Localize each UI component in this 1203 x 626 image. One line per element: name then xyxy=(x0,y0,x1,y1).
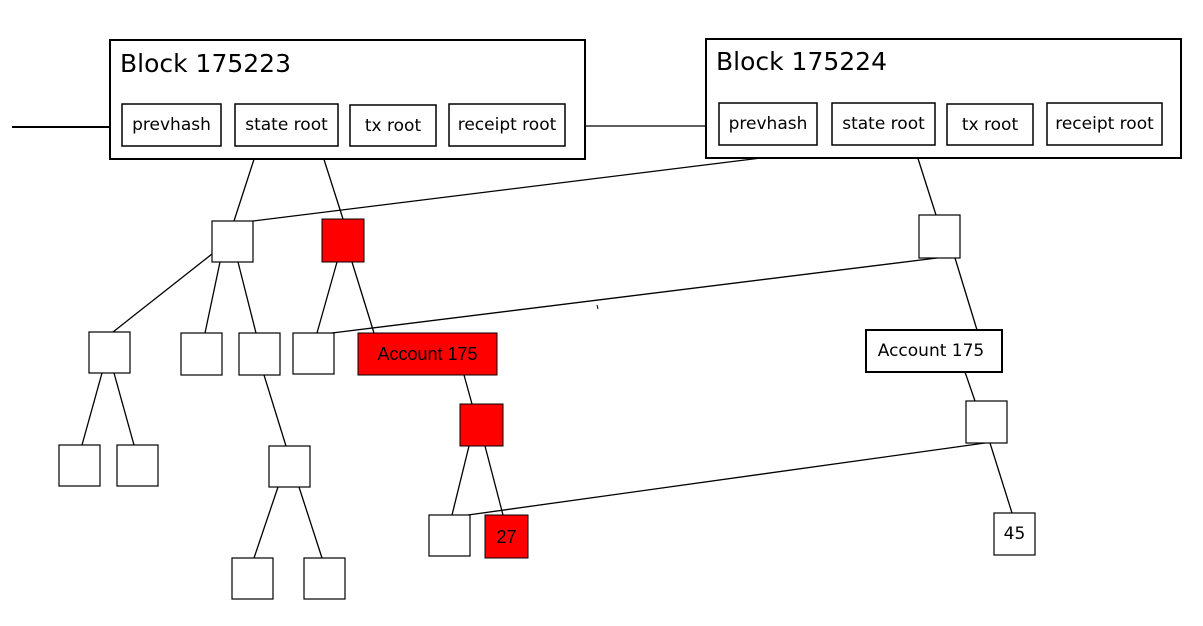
edge xyxy=(112,253,213,333)
account-node-new: Account 175 xyxy=(865,329,1003,373)
edge xyxy=(451,445,470,516)
changed-trie-node xyxy=(321,218,365,263)
trie-node xyxy=(268,445,311,488)
receipt-root-field: receipt root xyxy=(448,103,566,147)
edge xyxy=(113,372,135,446)
edges xyxy=(12,125,1013,559)
field-label: receipt root xyxy=(458,115,557,135)
trie-node xyxy=(180,332,223,376)
trie-node xyxy=(58,444,101,487)
value-node-old: 27 xyxy=(484,514,529,559)
block-175224: Block 175224 prevhash state root tx root… xyxy=(705,38,1182,159)
trie-node xyxy=(428,514,471,557)
field-label: state root xyxy=(245,115,328,135)
edge xyxy=(484,445,504,516)
trie-node xyxy=(918,214,961,259)
prevhash-field: prevhash xyxy=(121,103,222,147)
trie-node xyxy=(88,331,131,374)
trie-node xyxy=(116,444,159,487)
edge xyxy=(989,442,1013,514)
edge xyxy=(954,257,978,331)
edge xyxy=(316,261,338,334)
trie-node xyxy=(292,332,335,375)
block-title: Block 175223 xyxy=(120,49,291,78)
field-label: state root xyxy=(842,114,925,134)
block-175223: Block 175223 prevhash state root tx root… xyxy=(109,39,586,160)
trie-node xyxy=(231,557,274,600)
edge xyxy=(351,261,375,334)
trie-node xyxy=(211,220,254,263)
value-label: 45 xyxy=(1004,524,1026,544)
edge xyxy=(253,486,279,559)
field-label: prevhash xyxy=(729,114,808,134)
state-root-field: state root xyxy=(234,103,339,147)
edge xyxy=(964,371,976,402)
edge xyxy=(331,257,938,334)
trie-node xyxy=(303,557,346,600)
value-node-new: 45 xyxy=(993,512,1036,556)
block-title: Block 175224 xyxy=(716,47,887,76)
stray-mark xyxy=(596,304,599,310)
tx-root-field: tx root xyxy=(946,103,1034,146)
field-label: tx root xyxy=(365,116,422,136)
field-label: tx root xyxy=(962,115,1019,135)
account-label: Account 175 xyxy=(377,344,477,364)
edge xyxy=(81,372,103,446)
edge xyxy=(467,442,986,516)
edge xyxy=(298,486,323,559)
edge xyxy=(263,374,287,447)
edge xyxy=(463,374,473,405)
edge xyxy=(204,261,221,334)
field-label: prevhash xyxy=(132,115,211,135)
trie-node xyxy=(965,400,1008,444)
trie-node xyxy=(238,332,281,376)
tx-root-field: tx root xyxy=(349,104,437,147)
edge xyxy=(237,261,257,334)
changed-trie-node xyxy=(459,403,504,447)
value-label: 27 xyxy=(496,527,516,547)
receipt-root-field: receipt root xyxy=(1046,102,1163,146)
state-root-field: state root xyxy=(831,102,936,146)
field-label: receipt root xyxy=(1055,114,1154,134)
account-label: Account 175 xyxy=(878,341,985,361)
prevhash-field: prevhash xyxy=(718,102,818,146)
account-node-old: Account 175 xyxy=(357,332,498,376)
